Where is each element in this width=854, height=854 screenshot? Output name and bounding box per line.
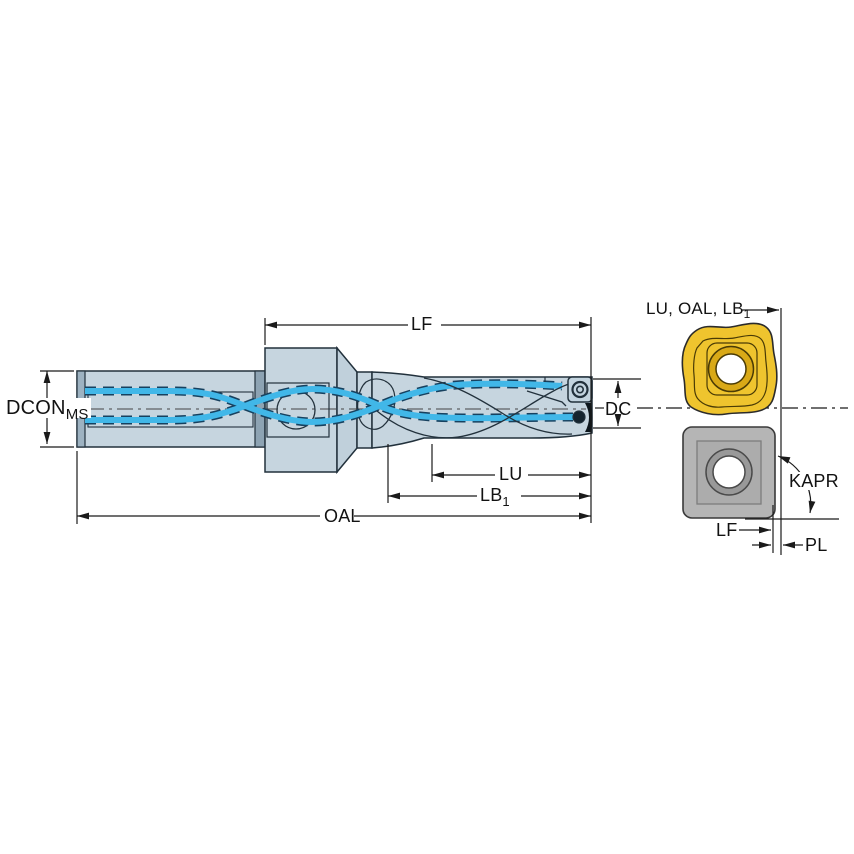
label-lb-text: LB (480, 485, 503, 505)
label-pl-text: PL (805, 535, 828, 555)
label-lf-text: LF (411, 314, 433, 334)
label-kapr: KAPR (787, 472, 841, 490)
label-lu-oal-lb1-ref: LU, OAL, LB1 (646, 299, 751, 320)
insert-gray-hole (712, 455, 746, 489)
label-dcon-ms: DCONMS (4, 397, 91, 422)
insert-gray (682, 426, 776, 519)
flute-edge-2 (423, 377, 573, 435)
dimension-lines (40, 317, 848, 524)
label-lf-insert-text: LF (716, 520, 738, 540)
drill-tool-body (76, 345, 593, 475)
label-lu-text: LU (499, 464, 523, 484)
label-lf-insert: LF (716, 521, 737, 539)
label-dcon-subscript: MS (65, 406, 89, 423)
tip-insert (567, 376, 593, 403)
label-dc: DC (605, 400, 631, 418)
coolant-channels (85, 379, 574, 427)
insert-yellow-inner-contour (693, 334, 768, 408)
label-lb-subscript: 1 (502, 494, 510, 509)
coolant-channel-b (85, 385, 574, 423)
coolant-exit-hole (572, 410, 586, 424)
label-oal-text: OAL (324, 506, 361, 526)
collar-chamfer (336, 345, 358, 475)
flute-runout (357, 378, 396, 430)
pocket-seat-line (526, 390, 567, 407)
insert-screw-center (575, 385, 584, 394)
insert-screw-icon (571, 380, 589, 399)
insert-yellow (681, 322, 778, 416)
coolant-channel-a (85, 380, 563, 426)
flute-edge-1 (376, 380, 579, 439)
insert-yellow-hole (715, 353, 747, 385)
tip-insert-pocket (526, 376, 593, 432)
label-ref-text: LU, OAL, LB (646, 299, 744, 318)
label-lu: LU (499, 465, 522, 483)
label-lf: LF (411, 315, 432, 333)
label-dcon-text: DCON (6, 397, 66, 419)
label-kapr-text: KAPR (789, 471, 839, 491)
collar-flange (264, 347, 338, 473)
insert-yellow-face-edge (706, 342, 758, 396)
insert-panel (681, 306, 839, 555)
label-oal: OAL (324, 507, 361, 525)
label-lb1: LB1 (480, 485, 510, 508)
label-dc-text: DC (605, 399, 632, 419)
label-pl: PL (805, 536, 827, 554)
label-ref-subscript: 1 (743, 307, 751, 321)
